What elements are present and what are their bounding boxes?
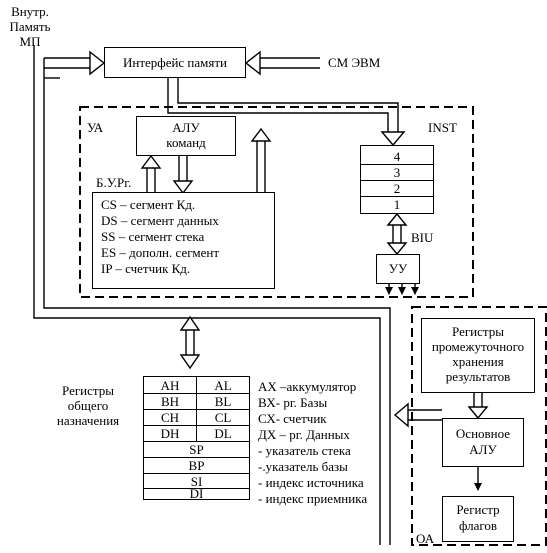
reg-ch: CH [160,410,180,425]
main-bus [33,45,391,545]
legend-si: - индекс источника [258,475,364,490]
flags-register-line2: флагов [458,518,497,533]
memory-interface-label: Интерфейс памяти [122,55,228,70]
legend-cx: СХ- счетчик [258,411,327,426]
temp-registers-line2: промежуточного [431,339,525,354]
reg-dl: DL [214,426,232,441]
reg-si: SI [190,474,203,489]
control-unit-region [79,106,474,298]
flags-register-box: Регистр флагов [442,496,514,542]
queue-slot-4: 4 [393,149,401,164]
reg-ah: AH [160,378,180,393]
segment-ss: SS – сегмент стека [101,229,205,244]
reg-bh: BH [160,394,180,409]
segment-ds: DS – сегмент данных [101,213,219,228]
reg-al: AL [214,378,232,393]
legend-sp: - указатель стека [258,443,351,458]
queue-slot-2: 2 [393,181,401,196]
queue-uu-arrow [386,212,408,256]
alu-commands-line1: АЛУ [172,120,200,135]
reg-dh: DH [160,426,180,441]
bus-registers-arrow [179,315,201,370]
gp-registers-table: AH AL BH BL CH CL DH DL SP BP SI DI [143,376,250,501]
main-alu-line1: Основное [455,426,511,441]
bus-to-interface-arrow [43,50,106,78]
main-alu-line2: АЛУ [469,442,497,457]
legend-bx: ВХ- рг. Базы [258,395,328,410]
temp-registers-line1: Регистры [452,324,504,339]
oa-label: ОА [416,531,435,546]
segment-registers-box: CS – сегмент Кд. DS – сегмент данных SS … [92,192,275,289]
queue-slot-3: 3 [393,165,401,180]
legend-bp: -.указатель базы [258,459,348,474]
flags-register-line1: Регистр [456,502,500,517]
temp-registers-box: Регистры промежуточного хранения результ… [421,318,535,393]
execution-unit-region [411,306,547,546]
inst-label: INST [428,120,457,135]
bus-to-alu-arrow [393,402,442,428]
reg-sp: SP [189,442,204,457]
uu-label: УУ [388,261,408,276]
memory-interface-box: Интерфейс памяти [104,47,246,78]
legend-ax: АХ –аккумулятор [258,379,357,394]
cm-evm-label: СМ ЭВМ [328,55,381,70]
alu-commands-line2: команд [166,135,206,150]
uu-outputs [385,283,419,295]
reg-bp: BP [188,458,205,473]
interface-to-queue-arrow [167,77,406,147]
queue-slot-1: 1 [393,197,401,212]
reg-di: DI [189,486,204,501]
biu-label: BIU [411,230,434,245]
instruction-queue: 4 3 2 1 [360,145,434,214]
segment-cs: CS – сегмент Кд. [101,197,196,212]
temp-to-alu-arrow [467,393,489,420]
temp-registers-line3: хранения [452,354,504,369]
legend-di: - индекс приемника [258,491,368,506]
temp-registers-line4: результатов [445,369,511,384]
segment-ip: IP – счетчик Кд. [101,261,191,276]
alu-commands-box: АЛУ команд [136,116,236,156]
ua-label: УА [87,120,104,135]
legend-dx: ДХ – рг. Данных [258,427,350,442]
cm-evm-arrow [244,50,320,76]
uu-box: УУ [376,254,420,284]
bu-rg-label: Б.У.Рг. [96,175,132,190]
segment-es: ES – дополн. сегмент [101,245,220,260]
main-alu-box: Основное АЛУ [442,418,524,467]
alu-bu-arrows [140,127,272,195]
reg-cl: CL [214,410,232,425]
reg-bl: BL [214,394,232,409]
